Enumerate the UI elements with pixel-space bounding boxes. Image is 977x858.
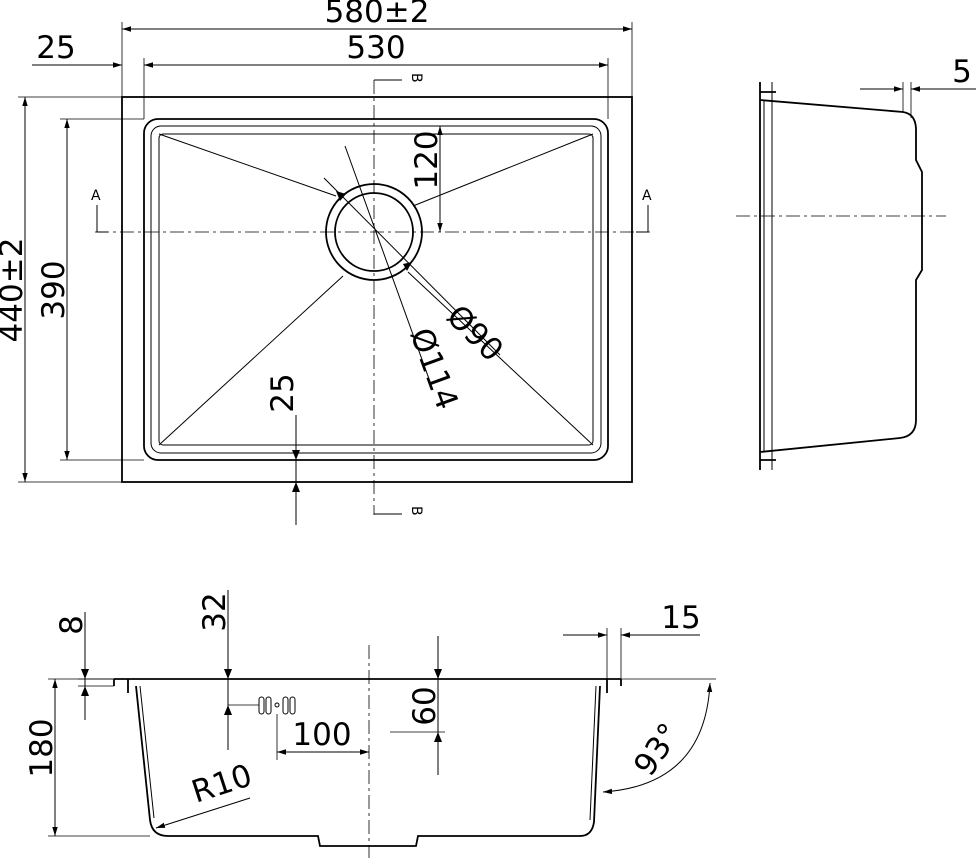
dim-overall-width: 580±2	[325, 0, 430, 30]
dim-bowl-height: 390	[36, 260, 72, 319]
dim-arc-wall-angle	[602, 682, 713, 795]
side-view: 5	[736, 54, 976, 470]
dim-wall-angle: 93°	[627, 717, 688, 783]
bowl-outer-outline	[143, 118, 609, 461]
section-a-right-label: A	[642, 188, 652, 204]
section-a-right-marker	[636, 205, 649, 233]
dim-lip: 15	[661, 600, 700, 636]
section-a-left-label: A	[91, 188, 101, 204]
dim-depth: 180	[24, 718, 60, 777]
side-profile-inner	[763, 82, 773, 470]
leader-corner-radius	[155, 797, 251, 829]
section-b-top-label: B	[408, 73, 424, 83]
front-bowl-inner	[139, 685, 597, 821]
dim-overall-height: 440±2	[0, 238, 30, 343]
leader-drain-outer	[344, 145, 434, 391]
front-rim	[113, 678, 622, 693]
dim-side-flange: 5	[952, 54, 972, 90]
section-a-left-marker	[96, 205, 108, 233]
dim-overflow-depth: 60	[407, 686, 443, 725]
bowl-inner-outline	[150, 125, 602, 454]
corner-slope-lines	[158, 133, 594, 446]
front-bowl-outline	[135, 685, 601, 847]
dim-bottom-margin: 25	[265, 373, 301, 412]
leader-drain-inner	[323, 177, 501, 356]
top-view: A A B B 580±2 530 25 440±2 390	[0, 0, 652, 525]
overflow-slots	[258, 696, 296, 715]
dim-bowl-width: 530	[346, 30, 405, 66]
dim-overflow-offset: 100	[292, 717, 351, 753]
bowl-floor-outline	[158, 133, 594, 446]
dim-flange-width: 25	[36, 30, 75, 66]
dim-corner-radius: R10	[187, 758, 256, 811]
front-section-view: 8 180 32 100 60 15 R10 93°	[24, 590, 716, 858]
dim-rim-height: 8	[54, 615, 90, 635]
dim-overflow-height: 32	[197, 592, 233, 631]
sink-outer-outline	[121, 96, 633, 483]
section-b-bottom-label: B	[408, 506, 424, 516]
dim-drain-offset: 120	[409, 130, 445, 189]
side-profile-outline	[759, 82, 923, 470]
